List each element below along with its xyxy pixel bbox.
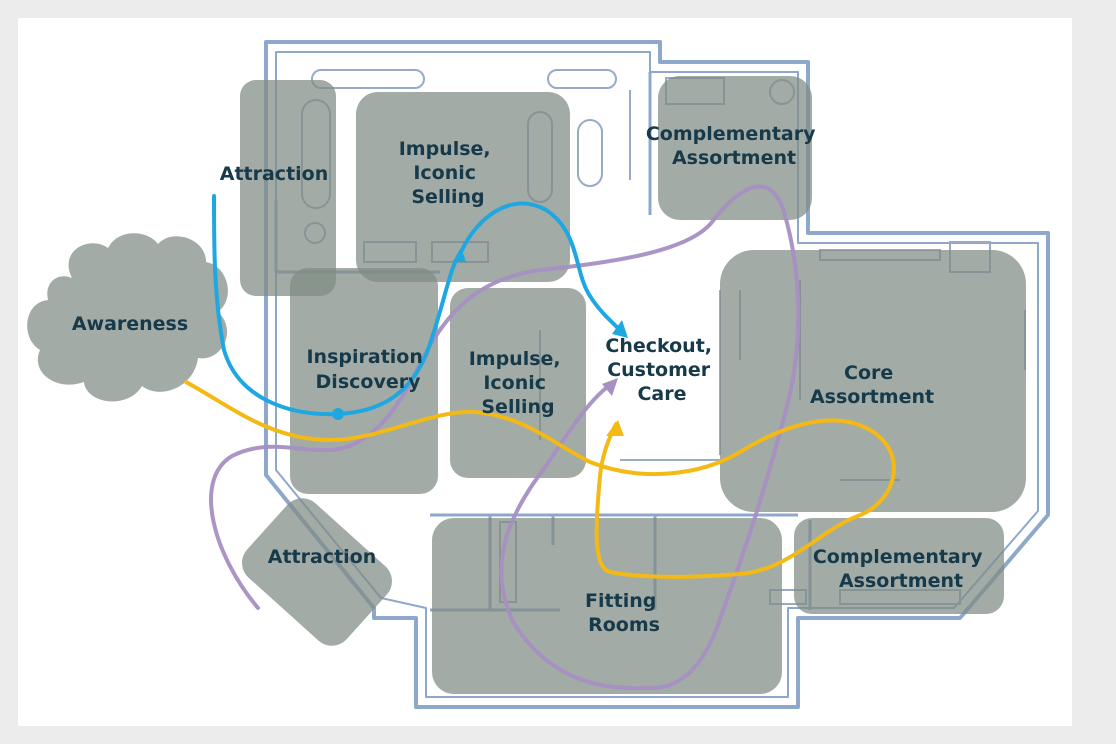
customer-paths bbox=[184, 184, 896, 691]
purple-path bbox=[209, 184, 801, 691]
label-attraction-top: Attraction bbox=[220, 163, 329, 185]
label-fitting-line-1: Fitting bbox=[585, 590, 656, 612]
label-inspiration-line-2: Discovery bbox=[316, 371, 422, 393]
label-complementary-top: Complementary Assortment bbox=[646, 123, 822, 169]
zone-awareness-cloud bbox=[27, 233, 228, 402]
blue-arrowhead-checkout bbox=[612, 320, 628, 338]
zones bbox=[27, 76, 1026, 694]
label-impulse-mid-line-3: Selling bbox=[481, 396, 554, 418]
outer-wall bbox=[264, 40, 1050, 709]
label-core-line-2: Assortment bbox=[810, 386, 934, 408]
label-attraction-bottom: Attraction bbox=[268, 546, 377, 568]
label-checkout-line-1: Checkout, bbox=[605, 335, 712, 357]
blue-arrowhead-impulse bbox=[452, 250, 466, 262]
fixture-rail-1 bbox=[311, 69, 425, 89]
label-impulse-top-line-3: Selling bbox=[411, 186, 484, 208]
label-complementary-bottom-line-1: Complementary bbox=[813, 546, 983, 568]
label-impulse-top-line-1: Impulse, bbox=[399, 138, 491, 160]
label-impulse-mid-line-1: Impulse, bbox=[469, 348, 561, 370]
zone-inspiration bbox=[290, 268, 438, 494]
zone-attraction-bottom bbox=[241, 498, 393, 646]
zone-impulse-top bbox=[356, 92, 570, 282]
purple-arrowhead-checkout bbox=[602, 378, 618, 396]
zone-impulse-mid bbox=[450, 288, 586, 478]
yellow-arrowhead-checkout bbox=[606, 420, 624, 436]
fixture-rail-2 bbox=[547, 69, 617, 89]
label-inspiration: Inspiration Discovery bbox=[306, 346, 429, 393]
label-inspiration-line-1: Inspiration bbox=[306, 346, 422, 368]
zone-complementary-top bbox=[658, 76, 812, 220]
label-core-line-1: Core bbox=[844, 362, 893, 384]
zone-fitting bbox=[432, 518, 782, 694]
label-impulse-mid-line-2: Iconic bbox=[483, 372, 546, 394]
label-awareness-line-1: Awareness bbox=[72, 313, 188, 335]
label-awareness: Awareness bbox=[72, 313, 188, 335]
label-fitting: Fitting Rooms bbox=[585, 590, 663, 636]
fixture-rail-4 bbox=[577, 119, 603, 187]
blue-path-node bbox=[332, 408, 344, 420]
yellow-path bbox=[184, 380, 896, 579]
label-impulse-top: Impulse, Iconic Selling bbox=[399, 138, 498, 208]
label-impulse-mid: Impulse, Iconic Selling bbox=[469, 348, 568, 418]
label-fitting-line-2: Rooms bbox=[588, 614, 660, 636]
zone-labels: Awareness Attraction Impulse, Iconic Sel… bbox=[72, 123, 989, 636]
label-checkout-line-3: Care bbox=[637, 383, 686, 405]
zone-attraction-top bbox=[240, 80, 336, 296]
label-impulse-top-line-2: Iconic bbox=[413, 162, 476, 184]
label-complementary-top-line-2: Assortment bbox=[672, 147, 796, 169]
label-core: Core Assortment bbox=[810, 362, 934, 408]
label-complementary-bottom-line-2: Assortment bbox=[839, 570, 963, 592]
label-attraction-bottom-line-1: Attraction bbox=[268, 546, 377, 568]
label-checkout: Checkout, Customer Care bbox=[605, 335, 718, 405]
label-complementary-top-line-1: Complementary bbox=[646, 123, 816, 145]
zone-complementary-bottom bbox=[794, 518, 1004, 614]
label-attraction-top-line-1: Attraction bbox=[220, 163, 329, 185]
label-complementary-bottom: Complementary Assortment bbox=[813, 546, 989, 592]
blue-path bbox=[212, 194, 626, 417]
label-checkout-line-2: Customer bbox=[607, 359, 711, 381]
